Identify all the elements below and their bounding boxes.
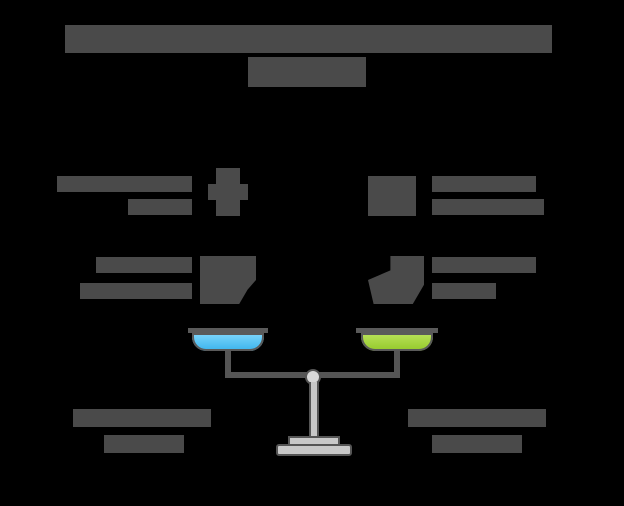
left-factor-1-label-line2 xyxy=(128,199,192,215)
left-factor-1-label: [obscured label] xyxy=(57,176,192,192)
right-factor-2-icon xyxy=(368,256,424,304)
left-factor-1-icon-arms xyxy=(208,184,248,200)
left-pan-hanger xyxy=(225,351,231,375)
right-factor-1-label: [obscured label] xyxy=(432,176,536,192)
right-factor-2-label: [obscured label] xyxy=(432,257,536,273)
left-caption-line2 xyxy=(104,435,184,453)
left-caption: [obscured caption] xyxy=(73,409,211,427)
right-factor-2-label-line2 xyxy=(432,283,496,299)
right-pan-rim xyxy=(356,328,438,333)
right-pan xyxy=(361,333,433,351)
left-factor-2-label: [obscured label] xyxy=(96,257,192,273)
scale-base xyxy=(276,444,352,456)
left-pan xyxy=(192,333,264,351)
left-factor-2-icon xyxy=(200,256,256,304)
right-caption-line2 xyxy=(432,435,522,453)
right-factor-1-icon xyxy=(368,176,416,216)
scale-post xyxy=(309,382,319,436)
title-line-1: [obscured title text, line 1] xyxy=(65,25,552,53)
left-factor-2-label-line2 xyxy=(80,283,192,299)
right-factor-1-label-line2 xyxy=(432,199,544,215)
right-caption: [obscured caption] xyxy=(408,409,546,427)
title-line-2: [obscured title text, line 2] xyxy=(248,57,366,87)
left-pan-rim xyxy=(188,328,268,333)
right-pan-hanger xyxy=(394,351,400,375)
